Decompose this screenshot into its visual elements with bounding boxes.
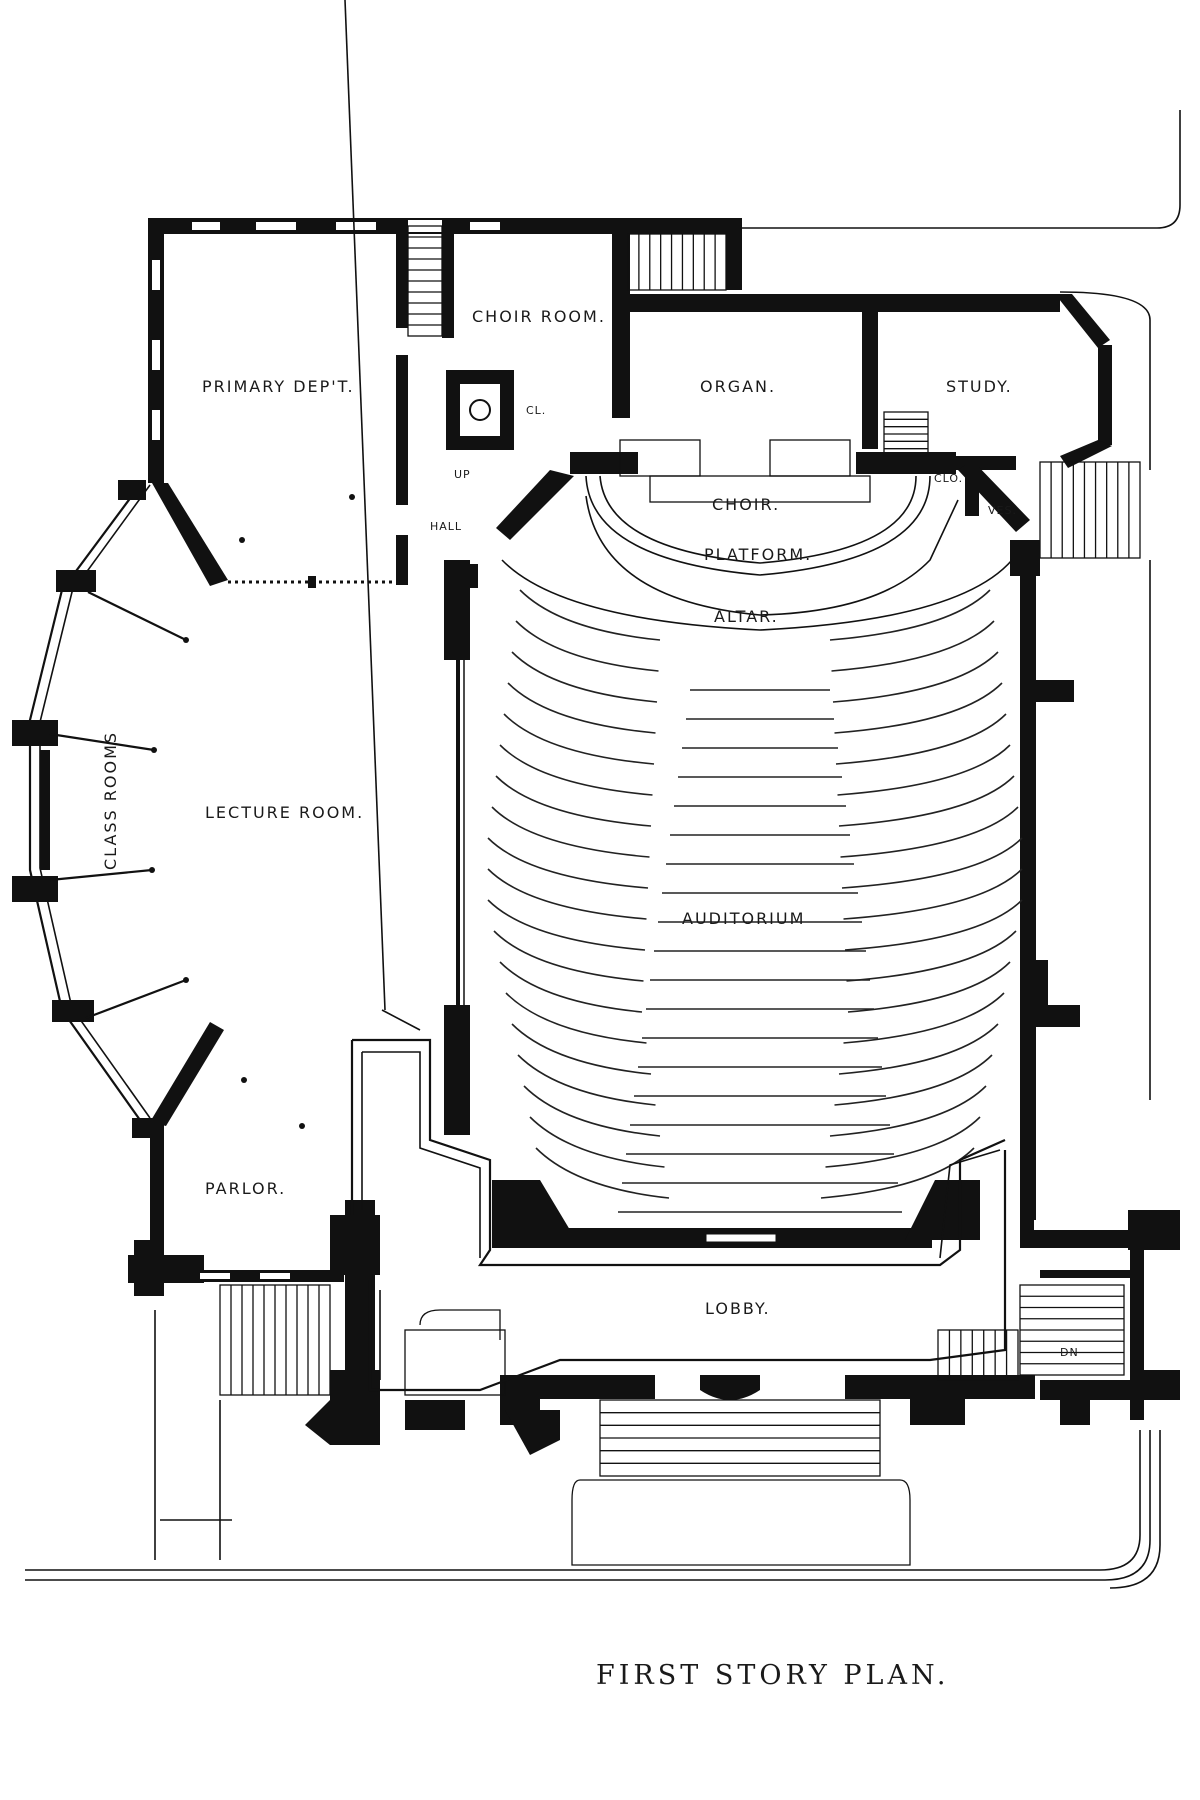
pew-left	[523, 1085, 661, 1137]
pew-right	[825, 1116, 981, 1168]
label-hall: HALL	[430, 520, 462, 533]
label-primary-dept: PRIMARY DEP'T.	[202, 377, 355, 396]
pew-left	[535, 1147, 670, 1199]
pew-right	[843, 992, 1005, 1044]
pew-left	[487, 899, 646, 951]
pew-left	[493, 930, 644, 982]
pew-right	[843, 868, 1023, 920]
pew-right	[820, 1147, 975, 1199]
stairs	[219, 225, 1141, 1566]
label-class-rooms: CLASS ROOMS	[101, 731, 120, 870]
label-platform: PLATFORM.	[704, 545, 812, 564]
label-auditorium: AUDITORIUM	[682, 909, 805, 928]
pew-left	[491, 806, 650, 858]
pew-left	[503, 713, 655, 765]
site-lines	[25, 110, 1181, 1589]
pew-left	[487, 837, 649, 889]
platform-curves	[501, 439, 1013, 631]
lobby-outline	[344, 0, 1007, 1392]
label-choir: CHOIR.	[712, 495, 780, 514]
pew-right	[829, 589, 991, 641]
label-altar: ALTAR.	[714, 607, 779, 626]
stair-mark-up: UP	[454, 468, 471, 481]
pew-left	[511, 651, 658, 703]
pew-left	[495, 775, 652, 827]
pew-left	[511, 1023, 652, 1075]
walls	[128, 218, 1180, 1455]
pew-right	[844, 899, 1023, 951]
pew-right	[837, 744, 1011, 796]
label-parlor: PARLOR.	[205, 1179, 286, 1198]
pew-right	[840, 806, 1019, 858]
pew-left	[515, 620, 659, 672]
label-study: STUDY.	[946, 377, 1013, 396]
class-rooms-bay	[12, 480, 189, 1138]
pew-right	[835, 713, 1007, 765]
pew-left	[519, 589, 661, 641]
pew-left	[499, 744, 653, 796]
label-organ: ORGAN.	[700, 377, 776, 396]
label-clo: CLO.	[934, 472, 963, 485]
pew-right	[838, 1023, 999, 1075]
pew-left	[487, 868, 647, 920]
label-lobby: LOBBY.	[705, 1299, 771, 1318]
pew-right	[829, 1085, 987, 1137]
pew-left	[507, 682, 656, 734]
label-closet: CL.	[526, 404, 546, 417]
columns	[239, 494, 355, 1129]
label-vestry: VES.	[988, 504, 1017, 517]
label-choir-room: CHOIR ROOM.	[472, 307, 606, 326]
pew-right	[847, 961, 1011, 1013]
pew-left	[517, 1054, 656, 1106]
pew-right	[831, 620, 995, 672]
pew-right	[834, 1054, 993, 1106]
pew-right	[841, 837, 1023, 889]
pew-left	[499, 961, 643, 1013]
pew-right	[834, 682, 1003, 734]
pew-right	[846, 930, 1017, 982]
plan-title: FIRST STORY PLAN.	[596, 1660, 949, 1691]
pew-right	[838, 775, 1015, 827]
stair-mark-dn: DN	[1060, 1346, 1079, 1359]
pew-left	[529, 1116, 665, 1168]
room-labels: PRIMARY DEP'T. CHOIR ROOM. ORGAN. STUDY.…	[101, 307, 1079, 1691]
pew-right	[832, 651, 999, 703]
label-lecture-room: LECTURE ROOM.	[205, 803, 364, 822]
auditorium-pews	[487, 589, 1023, 1213]
pew-left	[505, 992, 647, 1044]
